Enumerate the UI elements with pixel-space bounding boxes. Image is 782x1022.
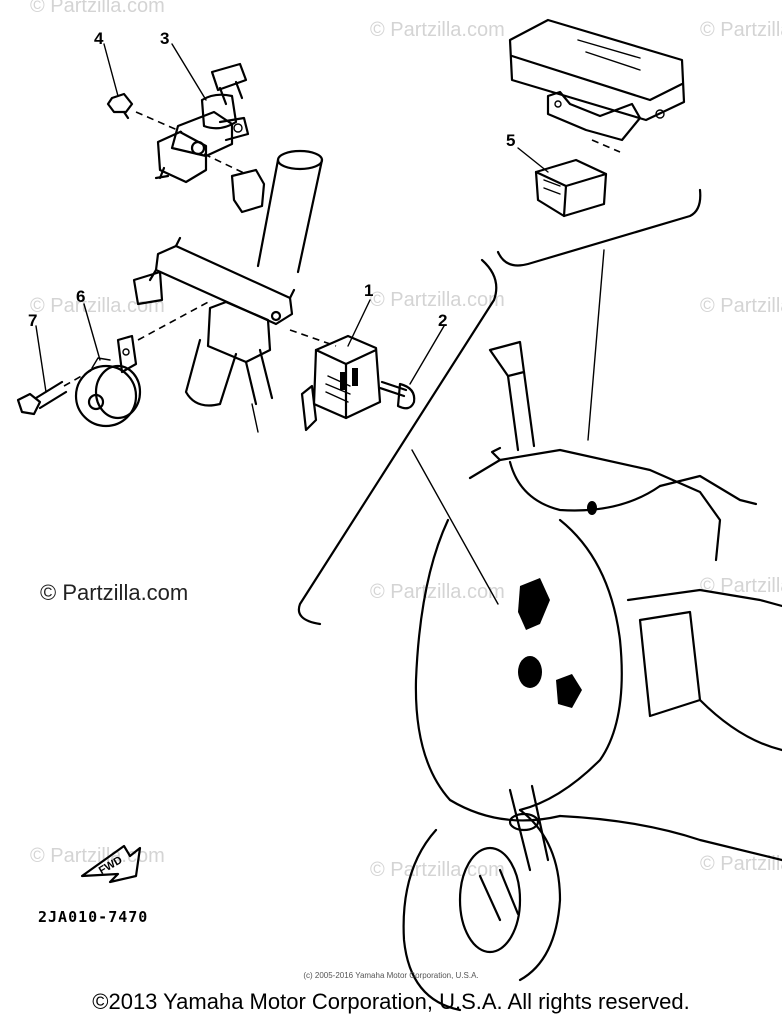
main-switch bbox=[154, 62, 250, 184]
watermark: © Partzilla.com bbox=[700, 19, 782, 41]
leader-line bbox=[83, 303, 101, 361]
watermark: © Partzilla.com bbox=[700, 575, 782, 597]
relay-1 bbox=[300, 334, 382, 432]
copyright-main: ©2013 Yamaha Motor Corporation, U.S.A. A… bbox=[92, 989, 690, 1014]
callout-7: 7 bbox=[28, 311, 37, 330]
leader-line bbox=[35, 325, 47, 393]
leader-line bbox=[517, 147, 549, 173]
copyright-small: (c) 2005-2016 Yamaha Motor Corporation, … bbox=[303, 971, 479, 980]
screw-4 bbox=[106, 92, 134, 120]
leader-dashed bbox=[137, 299, 213, 341]
watermark: © Partzilla.com bbox=[30, 295, 165, 317]
watermarks: © Partzilla.com © Partzilla.com © Partzi… bbox=[30, 0, 782, 881]
switch-bracket bbox=[230, 168, 266, 214]
leader-line bbox=[103, 43, 119, 97]
callout-1: 1 bbox=[364, 281, 373, 300]
watermark: © Partzilla.com bbox=[700, 853, 782, 875]
leader-dashed bbox=[591, 139, 621, 153]
watermark-main: © Partzilla.com bbox=[40, 580, 188, 605]
steering-column bbox=[132, 149, 324, 433]
flasher-relay-5 bbox=[534, 158, 608, 218]
watermark: © Partzilla.com bbox=[370, 289, 505, 311]
meter-housing bbox=[508, 18, 686, 142]
leader-dashed bbox=[135, 111, 183, 133]
horn-6 bbox=[74, 334, 142, 428]
scooter-front bbox=[402, 340, 782, 1012]
leader-dashed bbox=[289, 329, 337, 347]
bolt-7 bbox=[16, 380, 68, 416]
watermark: © Partzilla.com bbox=[370, 859, 505, 881]
watermark: © Partzilla.com bbox=[700, 295, 782, 317]
inset-border-left bbox=[297, 258, 498, 626]
callout-4: 4 bbox=[94, 29, 104, 48]
callout-3: 3 bbox=[160, 29, 169, 48]
bolt-2 bbox=[378, 380, 416, 410]
leader-line bbox=[411, 449, 499, 605]
leader-line bbox=[347, 299, 371, 347]
diagram-code: 2JA010-7470 bbox=[38, 908, 148, 926]
watermark: © Partzilla.com bbox=[370, 19, 505, 41]
leader-dashed bbox=[203, 153, 247, 175]
callout-6: 6 bbox=[76, 287, 85, 306]
inset-border bbox=[496, 188, 702, 267]
watermark: © Partzilla.com bbox=[30, 0, 165, 17]
leader-dashed bbox=[63, 369, 93, 387]
leader-line bbox=[409, 325, 445, 385]
leader-line bbox=[587, 249, 605, 441]
callout-2: 2 bbox=[438, 311, 447, 330]
watermark: © Partzilla.com bbox=[370, 581, 505, 603]
watermark: © Partzilla.com bbox=[30, 845, 165, 867]
callout-5: 5 bbox=[506, 131, 515, 150]
leader-line bbox=[171, 43, 207, 101]
